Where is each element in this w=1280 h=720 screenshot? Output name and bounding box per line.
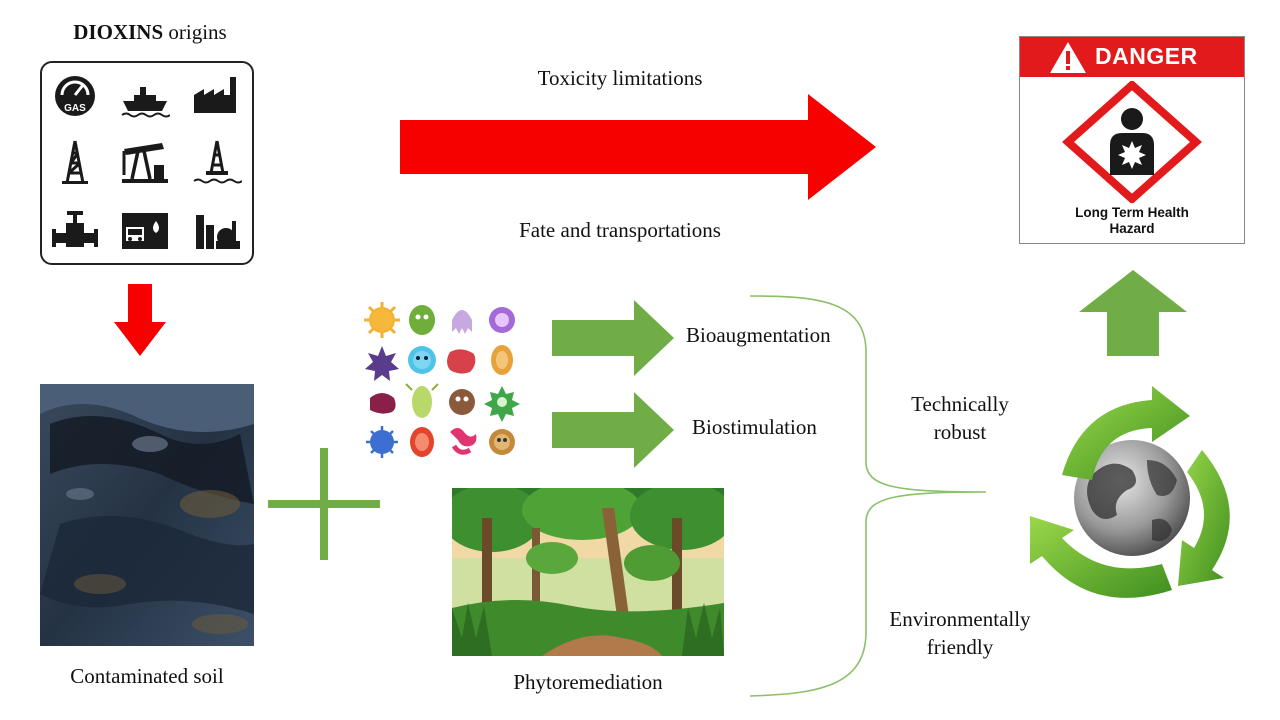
microbe-icon [452, 310, 472, 334]
red-arrow-down [114, 284, 166, 356]
oil-tanker-icon [120, 73, 171, 119]
fate-label: Fate and transportations [519, 218, 721, 242]
environmentally-friendly-label: Environmentally friendly [870, 605, 1050, 661]
microbe-icon [489, 429, 515, 455]
environmentally-line2: friendly [926, 635, 994, 659]
technically-robust-label: Technically robust [880, 390, 1040, 446]
gas-text: GAS [64, 103, 86, 114]
grouping-brace [749, 295, 987, 697]
green-arrow-bioaugmentation [552, 300, 674, 376]
warning-triangle-icon [1050, 42, 1086, 73]
bioaugmentation-label: Bioaugmentation [686, 323, 831, 347]
offshore-rig-icon [192, 139, 243, 185]
microbe-icon [408, 346, 436, 374]
green-arrow-up [1079, 270, 1187, 356]
green-plus-icon [268, 448, 380, 560]
microbe-icon [450, 428, 477, 455]
factory-icon [192, 73, 242, 119]
microbe-icon [447, 349, 476, 374]
microbe-icon [366, 426, 398, 458]
oil-derrick-icon [50, 139, 100, 185]
microbes-grid [360, 298, 530, 466]
microbe-icon [409, 305, 435, 335]
phytoremediation-label: Phytoremediation [513, 670, 663, 694]
danger-caption: Long Term Health Hazard [1020, 205, 1244, 237]
environmentally-line1: Environmentally [889, 607, 1031, 631]
technically-line2: robust [933, 420, 987, 444]
health-hazard-pictogram-icon [1062, 81, 1202, 203]
green-arrow-biostimulation [552, 392, 674, 468]
microbe-icon [370, 393, 396, 414]
biostimulation-label: Biostimulation [692, 415, 817, 439]
microbe-icon [410, 427, 434, 457]
danger-caption-line1: Long Term Health [1075, 205, 1189, 220]
forest-illustration [452, 488, 724, 656]
danger-header: DANGER [1020, 37, 1244, 77]
contaminated-soil-photo [40, 384, 254, 646]
origins-title: DIOXINS origins [73, 20, 227, 44]
pipeline-valve-icon [50, 207, 100, 253]
dioxin-origins-box: GAS [40, 61, 254, 265]
microbe-icon [365, 346, 399, 381]
red-arrow-right [400, 94, 876, 200]
danger-sign: DANGER Long Term Health Hazard [1019, 36, 1245, 244]
microbe-icon [489, 307, 515, 333]
danger-caption-line2: Hazard [1109, 221, 1155, 236]
soil-caption: Contaminated soil [70, 664, 224, 688]
microbe-icon [491, 345, 513, 375]
microbe-icon [484, 386, 520, 422]
toxicity-label: Toxicity limitations [537, 66, 703, 90]
refinery-icon [192, 207, 242, 253]
pump-jack-icon [120, 139, 170, 185]
microbe-icon [364, 302, 400, 338]
fuel-station-icon [120, 207, 170, 253]
microbe-icon [449, 389, 475, 415]
gas-gauge-icon: GAS [50, 73, 100, 119]
danger-word: DANGER [1095, 43, 1198, 69]
microbe-icon [405, 383, 439, 418]
technically-line1: Technically [911, 392, 1009, 416]
recycle-globe-icon [1012, 380, 1252, 620]
